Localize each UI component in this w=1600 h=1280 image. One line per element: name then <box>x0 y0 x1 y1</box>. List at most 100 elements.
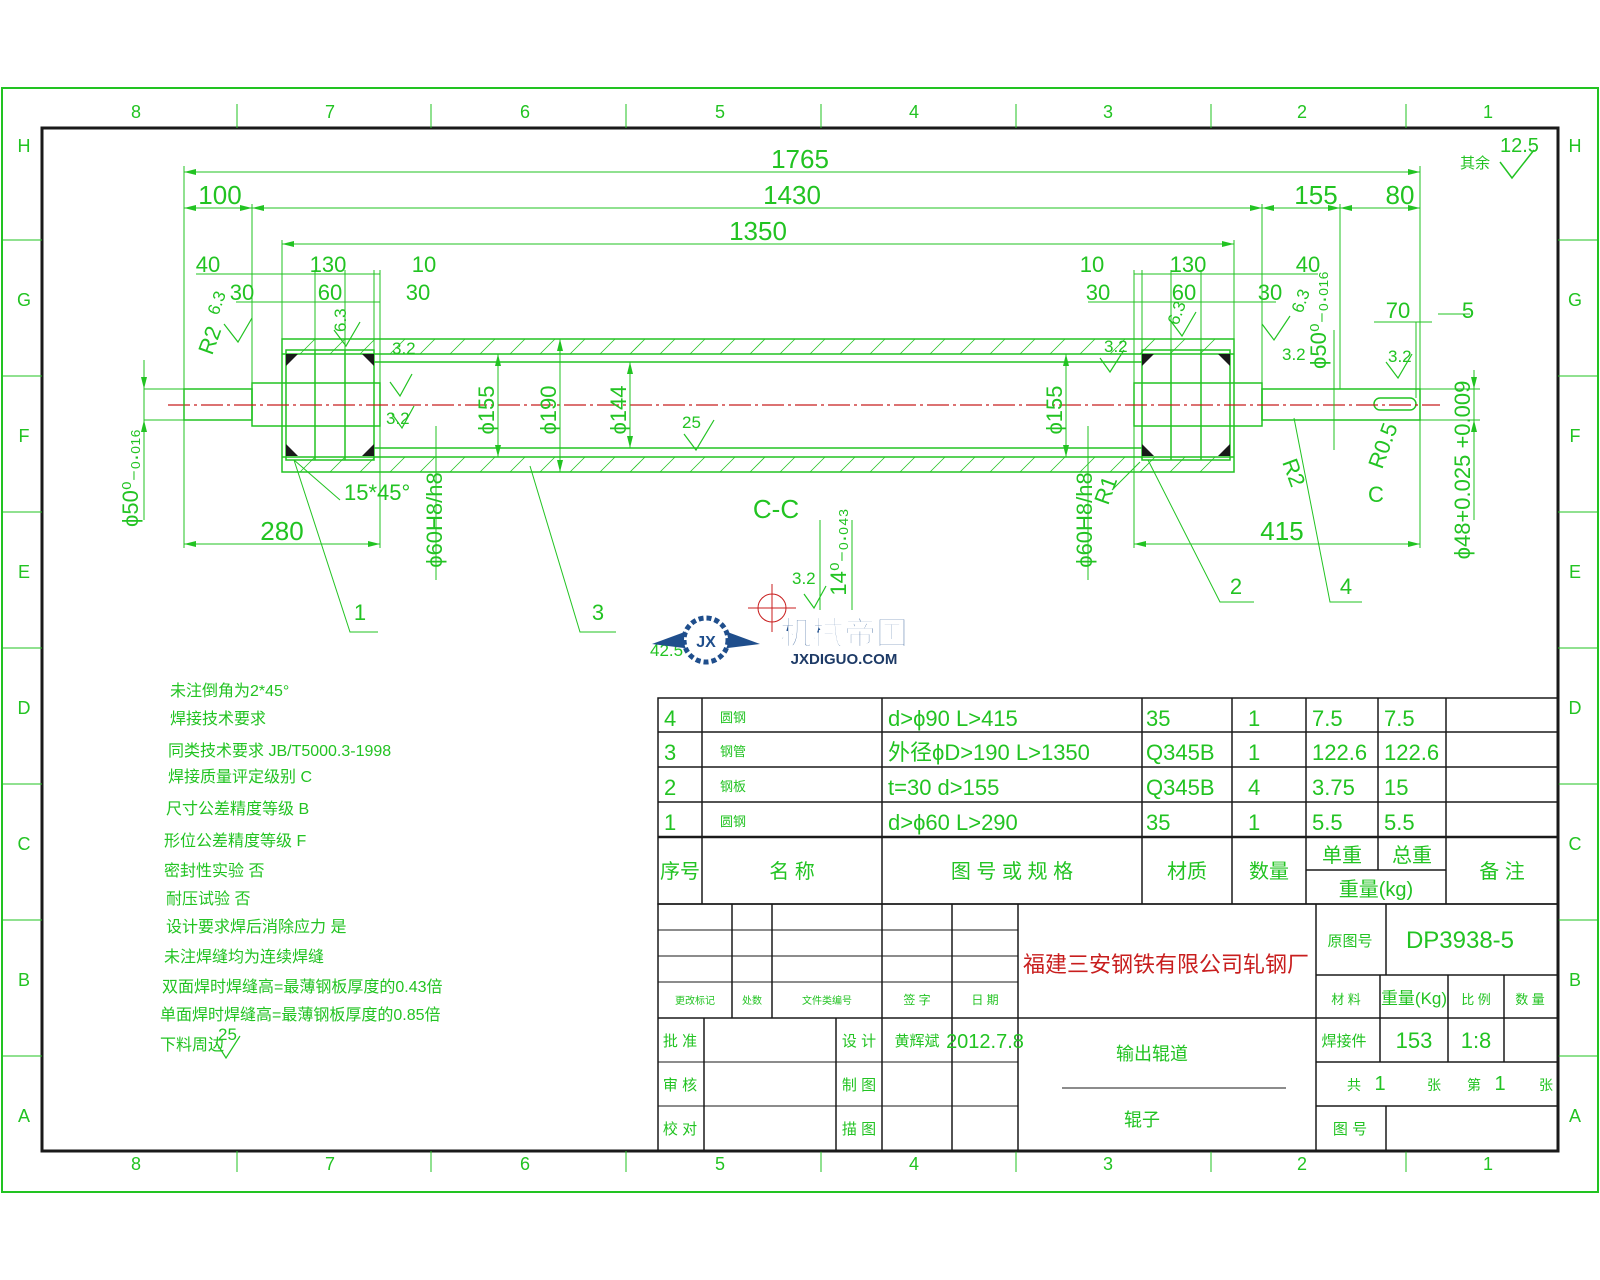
dim-l30b: 30 <box>406 280 430 305</box>
bom-spec: t=30 d>155 <box>888 775 999 800</box>
dim-r10: 10 <box>1080 252 1104 277</box>
bom-row: 4 圆钢 d>ϕ90 L>415 35 1 7.5 7.5 <box>664 706 1415 731</box>
bom-total-weight: 15 <box>1384 775 1408 800</box>
bom-total-weight: 5.5 <box>1384 810 1415 835</box>
rough63-l: 6.3 <box>204 289 230 318</box>
roughness-label: 其余 <box>1460 154 1490 172</box>
dim-100: 100 <box>198 180 241 210</box>
col-label: 4 <box>909 1154 919 1174</box>
logo-badge: JX <box>696 634 716 651</box>
sheets-total: 1 <box>1374 1073 1385 1095</box>
bom-row: 2 钢板 t=30 d>155 Q345B 4 3.75 15 <box>664 775 1408 800</box>
dim-5: 5 <box>1462 298 1474 323</box>
row-label: E <box>18 562 30 582</box>
bom-name: 圆钢 <box>720 710 746 725</box>
product-name: 输出辊道 <box>1116 1044 1188 1064</box>
c-label: C <box>1368 482 1384 507</box>
col-label: 3 <box>1103 1154 1113 1174</box>
bom-spec: d>ϕ60 L>290 <box>888 810 1018 835</box>
sheet-no-label: 第 <box>1467 1077 1481 1093</box>
bom-seq: 2 <box>664 775 676 800</box>
sheet-no: 1 <box>1494 1073 1505 1095</box>
r05-label: R0.5 <box>1363 419 1402 471</box>
dim-l30a: 30 <box>230 280 254 305</box>
bom-qty: 1 <box>1248 740 1260 765</box>
bom-qty: 4 <box>1248 775 1260 800</box>
row-label: G <box>1568 290 1582 310</box>
note-line: 未注焊缝均为连续焊缝 <box>164 948 324 966</box>
balloon-4: 4 <box>1340 574 1352 599</box>
dim-l130: 130 <box>310 252 347 277</box>
row-label: A <box>1569 1106 1581 1126</box>
note-line: 密封性实验 否 <box>164 862 264 880</box>
row-label: E <box>1569 562 1581 582</box>
zone-ticks <box>2 104 1598 1172</box>
note-line: 单面焊时焊缝高=最薄钢板厚度的0.85倍 <box>160 1006 441 1024</box>
rev-sign: 签 字 <box>903 992 930 1007</box>
tube-outline <box>281 338 1235 473</box>
bom-unit-weight: 3.75 <box>1312 775 1355 800</box>
arrowheads <box>141 169 1477 547</box>
dim-1350: 1350 <box>729 216 787 246</box>
design-label: 设 计 <box>842 1033 876 1050</box>
note-roughness-symbol <box>215 1035 241 1060</box>
approve-label: 批 准 <box>663 1033 697 1050</box>
bom-seq: 3 <box>664 740 676 765</box>
balloon-1: 1 <box>354 600 366 625</box>
trace-label: 描 图 <box>842 1121 876 1138</box>
section-detail <box>748 584 796 632</box>
rev-count: 处数 <box>742 994 762 1007</box>
col-label: 4 <box>909 102 919 122</box>
bom-header: 序号 名 称 图 号 或 规 格 材质 数量 单重 总重 重量(kg) 备 注 <box>660 844 1525 901</box>
bom-total-weight: 7.5 <box>1384 706 1415 731</box>
dim-r60: 60 <box>1172 280 1196 305</box>
col-label: 7 <box>325 1154 335 1174</box>
rough32-2: 3.2 <box>386 409 410 428</box>
section-hatching <box>299 338 1216 473</box>
logo-main: 机械帝国 <box>780 615 908 651</box>
part-name: 辊子 <box>1124 1110 1160 1130</box>
bom-header-unit-weight: 单重 <box>1322 844 1362 867</box>
roughness-value: 12.5 <box>1500 135 1539 157</box>
balloon-3: 3 <box>592 600 604 625</box>
bom-spec: 外径ϕD>190 L>1350 <box>888 740 1090 765</box>
draw-label: 制 图 <box>842 1077 876 1094</box>
bom-material: Q345B <box>1146 740 1215 765</box>
orig-label: 原图号 <box>1327 933 1372 950</box>
bom-header-total-weight: 总重 <box>1392 844 1432 867</box>
dim-l60: 60 <box>318 280 342 305</box>
col-label: 8 <box>131 102 141 122</box>
bom-seq: 4 <box>664 706 676 731</box>
logo-gear <box>681 615 731 665</box>
note-line: 未注倒角为2*45° <box>170 682 289 700</box>
rev-doc: 文件类编号 <box>802 994 852 1007</box>
dim-r30a: 30 <box>1086 280 1110 305</box>
note-line: 同类技术要求 JB/T5000.3-1998 <box>168 742 391 760</box>
note-line: 设计要求焊后消除应力 是 <box>166 917 346 936</box>
dim-155: 155 <box>1294 180 1337 210</box>
bom-material: Q345B <box>1146 775 1215 800</box>
weight-label: 重量(Kg) <box>1381 989 1447 1008</box>
col-label: 6 <box>520 1154 530 1174</box>
dim-overall: 1765 <box>771 144 829 174</box>
keyway <box>1373 397 1417 411</box>
phi50-left: ϕ50⁰₋₀.₀₁₆ <box>118 429 143 527</box>
bom-seq: 1 <box>664 810 676 835</box>
col-label: 5 <box>715 1154 725 1174</box>
bom-header-material: 材质 <box>1167 860 1207 883</box>
roughness-symbol <box>1499 149 1535 180</box>
bom-material: 35 <box>1146 810 1170 835</box>
col-label: 8 <box>131 1154 141 1174</box>
note-line: 尺寸公差精度等级 B <box>166 800 309 818</box>
rough32-6: 3.2 <box>792 569 816 588</box>
dim-l10: 10 <box>412 252 436 277</box>
note-line: 耐压试验 否 <box>166 890 250 908</box>
col-label: 5 <box>715 102 725 122</box>
fig-no-label: 图 号 <box>1333 1121 1367 1138</box>
rough25: 25 <box>682 413 701 432</box>
dim-l40: 40 <box>196 252 220 277</box>
title-block-grid <box>657 903 1559 1152</box>
sheets-unit-1: 张 <box>1427 1077 1441 1093</box>
dim-80: 80 <box>1386 180 1415 210</box>
phi50-right: ϕ50⁰₋₀.₀₁₆ <box>1306 271 1331 369</box>
